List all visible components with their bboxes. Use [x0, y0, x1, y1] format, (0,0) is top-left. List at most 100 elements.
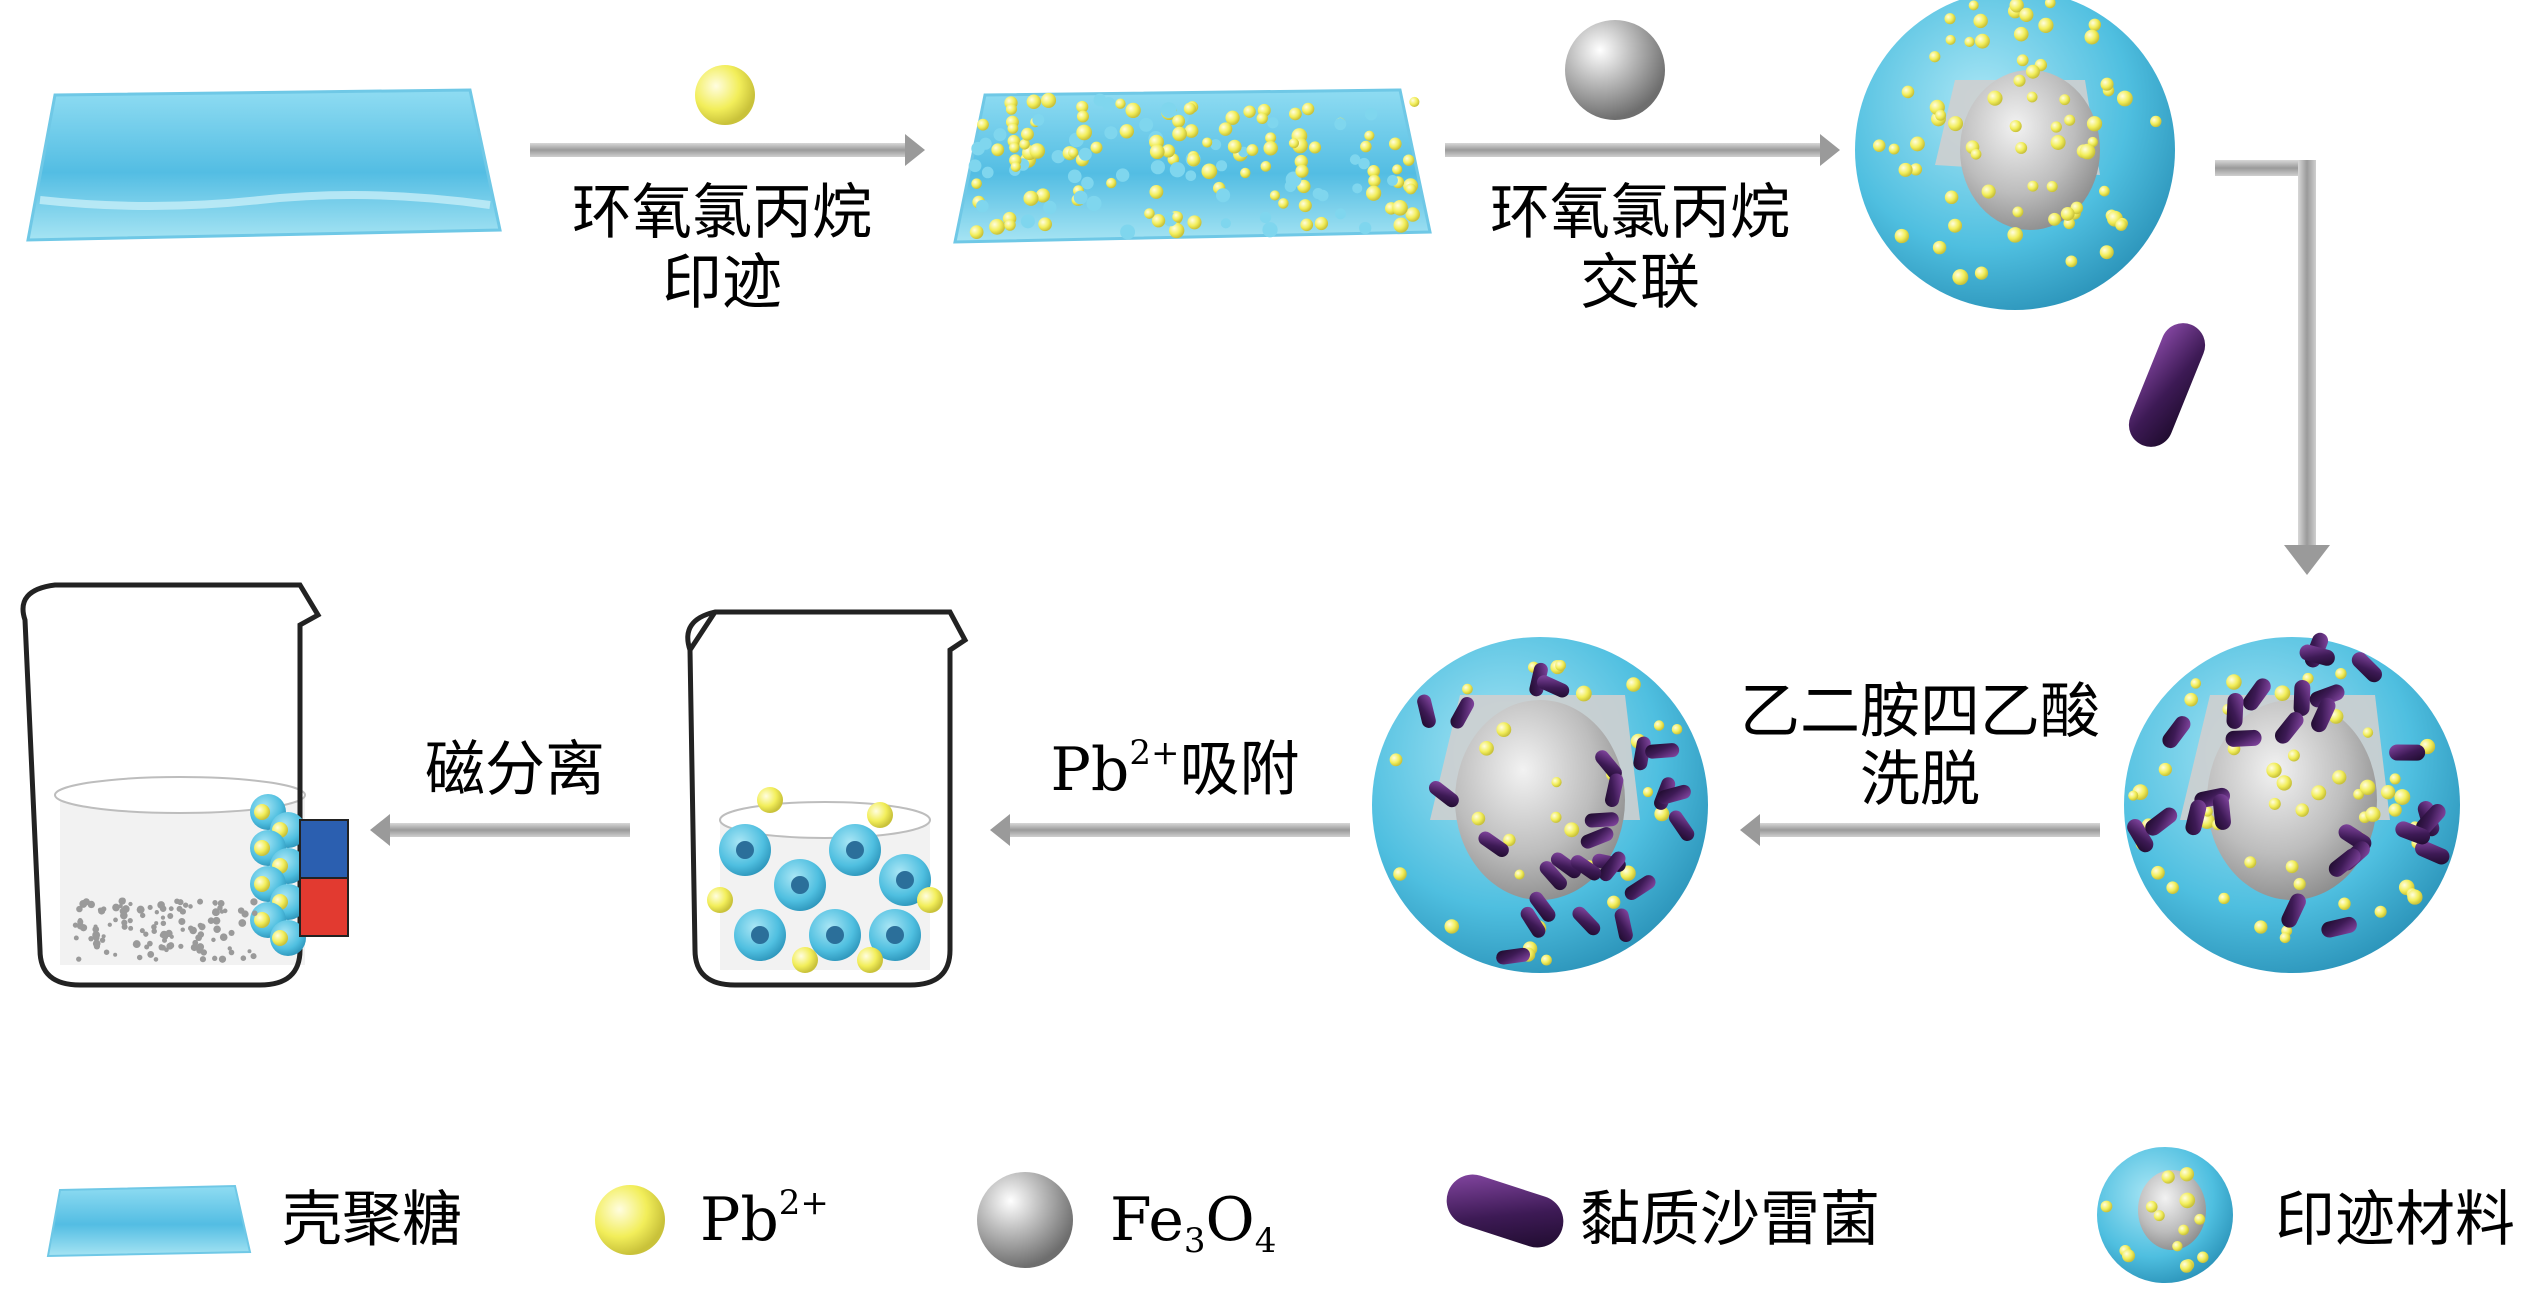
pb-particle [1278, 198, 1289, 209]
sediment-particle [88, 936, 93, 941]
sediment-particle [228, 930, 234, 936]
pb-particle [2180, 1260, 2193, 1273]
sediment-particle [128, 918, 133, 923]
pb-particle [2218, 893, 2229, 904]
pb-particle [1982, 184, 1996, 198]
legend-bacteria-label: 黏质沙雷菌 [1580, 1185, 1880, 1255]
sediment-particle [154, 921, 158, 925]
pb-particle [2064, 115, 2075, 126]
pb-particle [2146, 1201, 2158, 1213]
pb-particle [2128, 791, 2138, 801]
pb-particle [2332, 770, 2346, 784]
pb-particle [1074, 191, 1088, 205]
sediment-particle [251, 953, 257, 959]
legend-imprint-label: 印迹材料 [2275, 1185, 2515, 1255]
sediment-particle [148, 905, 153, 910]
pb-particle [2244, 856, 2256, 868]
pb-particle [1576, 686, 1592, 702]
pb-particle [1672, 724, 1683, 735]
pb-particle [1029, 143, 1045, 159]
pb-particle [1289, 138, 1299, 148]
step4-prefix: Pb [1051, 735, 1130, 805]
pb-particle [1541, 955, 1552, 966]
pb-particle [1240, 168, 1250, 178]
sediment-particle [212, 908, 220, 916]
sediment-particle [247, 949, 251, 953]
pb-particle [1170, 162, 1185, 177]
pb-particle [1243, 105, 1255, 117]
pb-particle [1895, 229, 1909, 243]
pb-particle [1368, 175, 1380, 187]
pb-particle [1006, 104, 1017, 115]
sediment-particle [113, 953, 117, 957]
arrow-step-5 [370, 814, 630, 846]
pb-particle [1116, 168, 1129, 181]
sediment-particle [241, 955, 247, 961]
pb-particle [1952, 269, 1968, 285]
pb-particle [2047, 181, 2058, 192]
pb-particle [254, 804, 270, 820]
sediment-particle [197, 899, 203, 905]
pb-particle [1945, 191, 1959, 205]
pb-particle [2191, 678, 2202, 689]
step2-line2: 交联 [1580, 248, 1700, 318]
pb-particle [1300, 218, 1313, 231]
pb-particle [2390, 773, 2401, 784]
legend-fe3o4-c: O [1206, 1185, 1255, 1255]
sediment-particle [113, 918, 118, 923]
pb-particle [1366, 186, 1381, 201]
pb-particle [1120, 124, 1134, 138]
pb-particle [1969, 0, 1979, 10]
sediment-particle [160, 933, 164, 937]
step3-line1: 乙二胺四乙酸 [1740, 677, 2100, 747]
pb-particle [1007, 123, 1018, 134]
pb-particle [2365, 807, 2380, 822]
pb-particle [2099, 186, 2110, 197]
pb-particle [1086, 196, 1101, 211]
pb-particle [1643, 787, 1653, 797]
bacteria-particle [2225, 730, 2262, 748]
sediment-particle [102, 934, 106, 938]
step1-line1: 环氧氯丙烷 [572, 178, 872, 248]
pb-particle [1247, 144, 1259, 156]
pb-particle [1094, 94, 1107, 107]
pb-particle [1393, 218, 1408, 233]
pb-particle [993, 128, 1006, 141]
pb-particle [1011, 162, 1021, 172]
pb-particle [1216, 188, 1230, 202]
pb-particle [1946, 35, 1956, 45]
pb-particle [1187, 215, 1201, 229]
step4-suffix: 吸附 [1179, 735, 1299, 805]
pb-particle [2100, 245, 2114, 259]
pb-particle [1392, 164, 1402, 174]
pb-particle [1043, 201, 1056, 214]
pb-particle [2280, 932, 2291, 943]
pb-particle [2051, 135, 2066, 150]
pb-particle [1270, 190, 1280, 200]
pb-particle [1261, 161, 1272, 172]
sediment-particle [188, 925, 193, 930]
sediment-particle [201, 949, 207, 955]
sediment-particle [212, 900, 217, 905]
pb-particle [1315, 217, 1328, 230]
magnet-bottom [300, 878, 348, 936]
imprinted-sphere [1855, 0, 2175, 310]
pb-particle [2179, 1193, 2195, 1209]
pb-particle [1076, 125, 1092, 141]
pb-particle [1359, 222, 1371, 234]
pb-particle [1004, 219, 1015, 230]
pb-particle [1444, 919, 1458, 933]
pb-particle [2101, 78, 2114, 91]
sediment-particle [250, 898, 257, 905]
pb-particle [1313, 188, 1324, 199]
bacteria-particle [2389, 744, 2425, 760]
pb-particle [1944, 13, 1955, 24]
pb-particle [1228, 140, 1242, 154]
sediment-particle [162, 938, 167, 943]
pb-particle [1027, 94, 1041, 108]
pb-particle [2154, 1210, 2165, 1221]
legend-fe3o4-b: 3 [1184, 1221, 1206, 1261]
pb-ion-icon [695, 65, 755, 125]
sediment-particle [219, 956, 226, 963]
pb-particle [2407, 889, 2422, 904]
